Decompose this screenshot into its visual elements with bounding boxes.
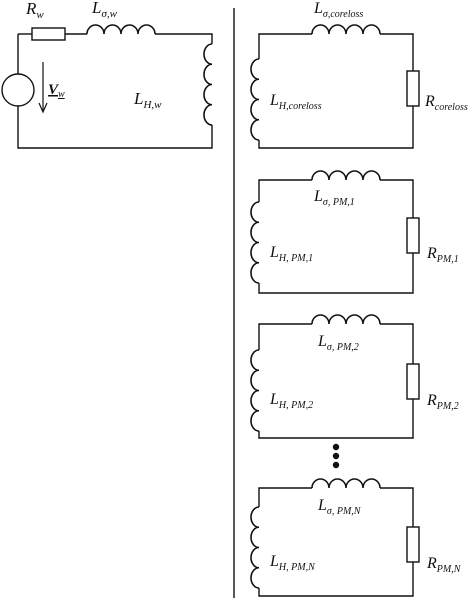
rc3-label-main: LH, PM,2	[269, 391, 313, 411]
inductor-l-sigma-w	[86, 24, 156, 35]
rc1-wire-top-right	[380, 33, 414, 71]
rc4-inductor-series	[311, 478, 381, 489]
rc4-label-main: LH, PM,N	[269, 553, 316, 573]
rc1-label-main: LH,coreloss	[269, 92, 322, 112]
rc1-inductor-main	[250, 58, 260, 141]
resistor-rw	[31, 27, 66, 41]
ellipsis-dot-3	[332, 461, 340, 469]
left-wire-top-c	[155, 33, 213, 44]
rc3-label-resistor: RPM,2	[426, 392, 459, 412]
rc2-inductor-main	[250, 201, 260, 284]
rc3-inductor-series	[311, 314, 381, 325]
label-l-sigma-w: Lσ,w	[91, 0, 118, 20]
right-circuit-coreloss: Lσ,coreloss LH,coreloss Rcoreloss	[250, 0, 468, 149]
rc2-label-resistor: RPM,1	[426, 245, 459, 265]
rc1-label-resistor: Rcoreloss	[424, 93, 468, 113]
rc4-label-series: Lσ, PM,N	[317, 497, 362, 517]
rc1-wire-right-bottom	[258, 106, 414, 149]
rc2-label-main: LH, PM,1	[269, 244, 313, 264]
rc4-wire-top-right	[380, 487, 414, 527]
rc4-wire-top-left	[258, 487, 312, 507]
rc3-wire-top-left	[258, 323, 312, 350]
label-l-h-w: LH,w	[133, 89, 162, 111]
rc1-resistor	[406, 70, 420, 107]
rc1-label-series: Lσ,coreloss	[313, 0, 363, 20]
rc2-inductor-series	[311, 170, 381, 181]
left-circuit: Rw Lσ,w LH,w Vw	[1, 0, 213, 149]
rc3-inductor-main	[250, 349, 260, 432]
voltage-source	[1, 73, 35, 107]
rc3-label-series: Lσ, PM,2	[317, 333, 359, 353]
label-vw: Vw	[48, 82, 65, 100]
rc4-inductor-main	[250, 506, 260, 589]
rc2-wire-top-right	[380, 179, 414, 218]
rc3-resistor	[406, 363, 420, 400]
ellipsis-dot-2	[332, 452, 340, 460]
rc1-wire-top-left	[258, 33, 312, 59]
inductor-l-h-w	[203, 43, 213, 126]
rc2-resistor	[406, 217, 420, 254]
rc4-wire-right-bottom	[258, 562, 414, 597]
right-circuit-pm2: Lσ, PM,2 LH, PM,2 RPM,2	[250, 314, 459, 439]
rc2-wire-right-bottom	[258, 253, 414, 294]
ellipsis-dot-1	[332, 443, 340, 451]
label-rw: Rw	[25, 0, 44, 21]
rc4-label-resistor: RPM,N	[426, 555, 462, 575]
rc3-wire-right-bottom	[258, 399, 414, 439]
right-circuit-pmn: Lσ, PM,N LH, PM,N RPM,N	[250, 478, 462, 597]
rc2-label-series: Lσ, PM,1	[313, 188, 355, 208]
voltage-arrow-head	[38, 102, 48, 114]
rc2-wire-top-left	[258, 179, 312, 202]
rc4-resistor	[406, 526, 420, 563]
rc1-inductor-series	[311, 24, 381, 35]
right-circuit-pm1: Lσ, PM,1 LH, PM,1 RPM,1	[250, 170, 459, 294]
left-wire-right-bottom	[17, 106, 213, 149]
rc3-wire-top-right	[380, 323, 414, 364]
